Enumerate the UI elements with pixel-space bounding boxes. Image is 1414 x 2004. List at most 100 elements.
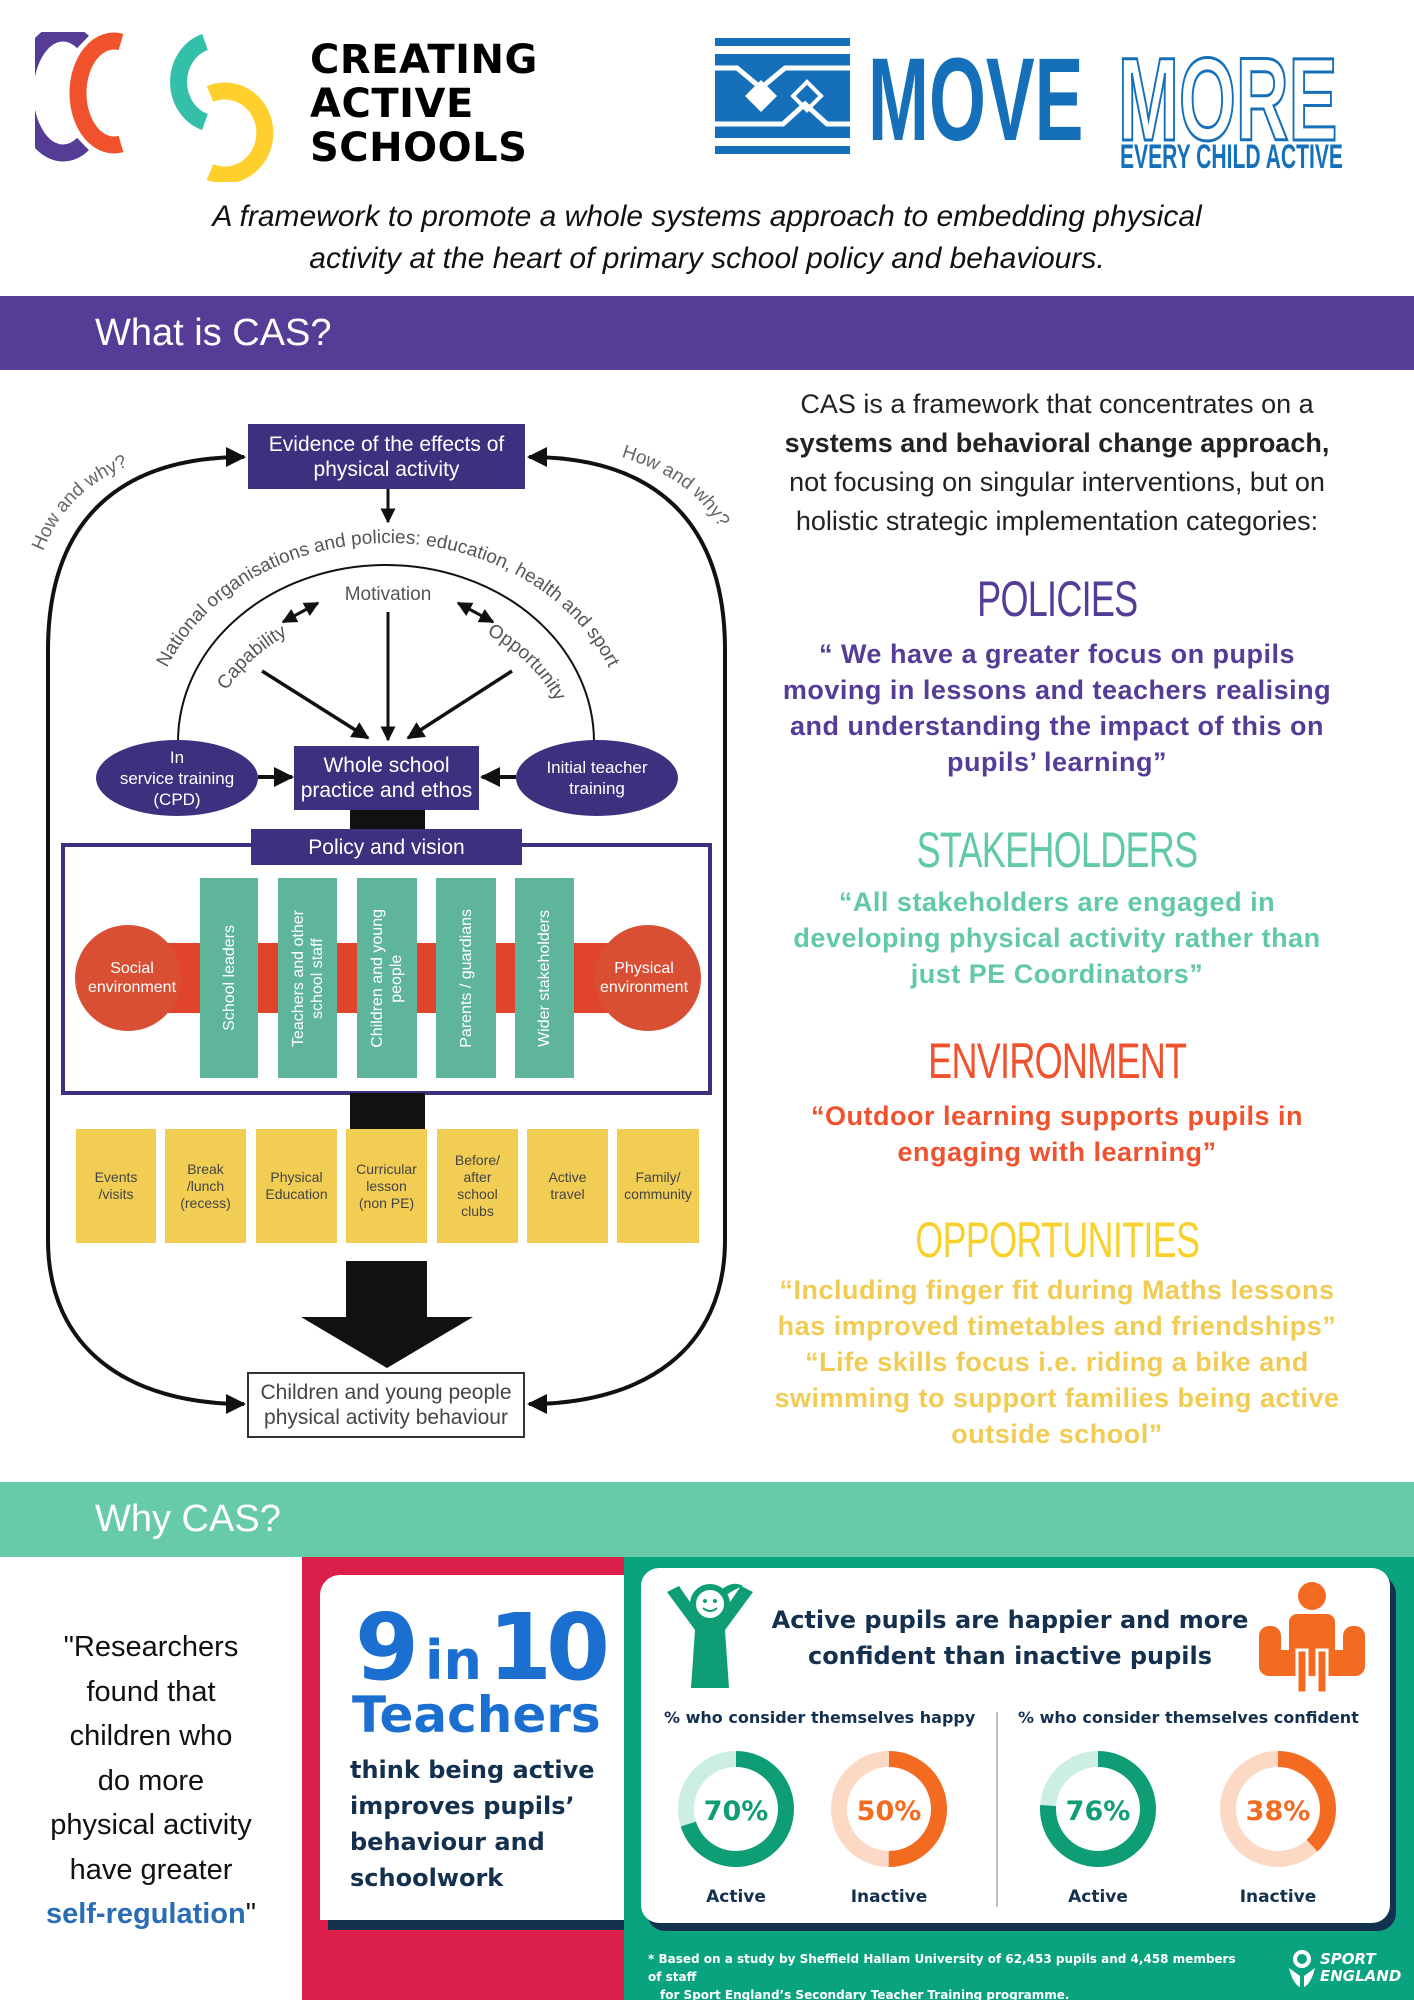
setting-box: Break /lunch (recess) — [165, 1129, 246, 1243]
section-header-why-cas: Why CAS? — [0, 1482, 1414, 1557]
capability-motivation-arrow — [281, 601, 320, 624]
opportunity-label: Opportunity — [484, 620, 570, 705]
quote-line: children who — [69, 1720, 233, 1752]
section-title: What is CAS? — [95, 312, 332, 354]
quote-line: outside school” — [951, 1419, 1163, 1449]
motivation-opportunity-arrow — [456, 601, 495, 624]
confident-subhead: % who consider themselves confident — [1018, 1708, 1359, 1727]
move-more-emblem-icon — [715, 38, 850, 154]
subtitle-line: A framework to promote a whole systems a… — [212, 200, 1202, 233]
logo-line: SPORT — [1320, 1950, 1376, 1968]
stat-line: schoolwork — [350, 1864, 504, 1892]
move-more-logo-more: MORE — [1117, 34, 1338, 166]
donut-label: Active — [1068, 1887, 1128, 1907]
initial-teacher-training-ellipse: Initial teacher training — [516, 740, 678, 816]
quote-line: moving in lessons and teachers realising — [782, 675, 1332, 705]
policy-vision-box: Policy and vision — [251, 829, 522, 865]
subtitle: A framework to promote a whole systems a… — [0, 196, 1414, 280]
title-line: Active pupils are happier and more — [771, 1606, 1249, 1634]
whole-school-box: Whole school practice and ethos — [294, 746, 479, 810]
section-title: Why CAS? — [95, 1498, 281, 1540]
how-why-label-left: How and why? — [28, 451, 130, 553]
donut-label: Active — [706, 1887, 766, 1907]
cas-logo-line: CREATING — [310, 37, 538, 83]
subtitle-line: activity at the heart of primary school … — [309, 242, 1105, 275]
cas-framework-diagram: How and why? How and why? National organ… — [28, 442, 733, 1414]
category-heading: OPPORTUNITIES — [732, 1212, 1382, 1268]
donut-value: 38% — [1246, 1796, 1311, 1827]
quote-highlight: self-regulation — [45, 1898, 246, 1930]
title-line: confident than inactive pupils — [807, 1642, 1213, 1670]
physical-environment-label: Physical environment — [599, 960, 689, 996]
social-environment-blob — [75, 925, 181, 1031]
quote-line: developing physical activity rather than — [793, 923, 1321, 953]
donut-label: Inactive — [1239, 1887, 1317, 1907]
donut-value: 70% — [704, 1796, 769, 1827]
quote-line: do more — [97, 1764, 205, 1797]
quote-line: have greater — [69, 1853, 233, 1886]
category-heading: STAKEHOLDERS — [732, 822, 1382, 878]
cas-logo-text: CREATING ACTIVE SCHOOLS — [310, 38, 538, 170]
stat-number: 10 — [487, 1594, 610, 1701]
category-heading-text: ENVIRONMENT — [927, 1033, 1187, 1089]
category-heading: ENVIRONMENT — [732, 1033, 1382, 1089]
sport-england-logo: SPORT ENGLAND — [1320, 1951, 1401, 1985]
quote-end: " — [245, 1898, 257, 1930]
quote-line: "Researchers — [63, 1631, 239, 1663]
stat-line: behaviour and — [350, 1828, 545, 1856]
setting-box: Family/ community — [617, 1129, 699, 1243]
cas-logo-line: ACTIVE — [310, 81, 474, 127]
quote-line: engaging with learning” — [897, 1137, 1217, 1167]
intro-line: CAS is a framework that concentrates on … — [800, 389, 1314, 419]
influence-arc — [177, 564, 595, 743]
quote-line: has improved timetables and friendships” — [777, 1311, 1337, 1341]
quote-line: pupils’ learning” — [946, 747, 1168, 777]
category-heading-text: STAKEHOLDERS — [916, 822, 1198, 878]
category-heading: POLICIES — [732, 571, 1382, 627]
cas-logo-rings — [35, 32, 274, 182]
donut-chart: 38% — [1220, 1751, 1336, 1867]
sport-england-logo-icon — [1289, 1950, 1315, 1987]
move-more-tagline: EVERY CHILD ACTIVE — [1120, 138, 1343, 176]
stat-in: in — [425, 1629, 482, 1692]
donut-chart: 70% — [678, 1751, 794, 1867]
donut-value: 50% — [857, 1796, 922, 1827]
setting-box: Curricular lesson (non PE) — [346, 1129, 427, 1243]
motivation-label: Motivation — [345, 584, 432, 605]
evidence-box: Evidence of the effects of physical acti… — [248, 424, 525, 489]
footnote-line: * Based on a study by Sheffield Hallam U… — [648, 1952, 1236, 1984]
donut-label: Inactive — [850, 1887, 928, 1907]
stat-number: 9 — [355, 1594, 420, 1701]
category-heading-text: POLICIES — [976, 571, 1138, 627]
stat-line: improves pupils’ — [350, 1792, 575, 1820]
setting-box: Physical Education — [256, 1129, 337, 1243]
happy-subhead: % who consider themselves happy — [664, 1708, 976, 1727]
stakeholder-column: Teachers and other school staff — [278, 878, 337, 1078]
donut-chart: 76% — [1040, 1751, 1156, 1867]
quote-line: found that — [86, 1675, 216, 1708]
connector — [350, 1093, 425, 1129]
setting-box: Active travel — [527, 1129, 608, 1243]
feedback-loop-left — [46, 447, 246, 1414]
category-quote: “Including finger fit during Maths lesso… — [732, 1272, 1382, 1452]
teachers-stat-card — [320, 1575, 625, 1920]
logo-line: ENGLAND — [1320, 1967, 1402, 1985]
group-divider — [996, 1712, 998, 1907]
capability-arrow — [261, 669, 370, 740]
setting-box: Events /visits — [76, 1129, 156, 1243]
quote-line: “ We have a greater focus on pupils — [818, 639, 1296, 669]
connector — [350, 808, 425, 832]
donut-value: 76% — [1066, 1796, 1131, 1827]
happy-child-icon — [667, 1583, 753, 1688]
physical-environment-blob — [595, 925, 701, 1031]
in-service-training-ellipse: In service training (CPD) — [96, 740, 258, 816]
footnote: * Based on a study by Sheffield Hallam U… — [648, 1950, 1248, 2004]
donut-fill — [1220, 1751, 1336, 1867]
stakeholder-column: Children and young people — [357, 878, 417, 1078]
donut-fill — [831, 1751, 947, 1867]
intro-line: not focusing on singular interventions, … — [789, 467, 1325, 497]
stat-body: think being active improves pupils’ beha… — [350, 1752, 595, 1896]
opportunity-arrow — [406, 669, 513, 740]
